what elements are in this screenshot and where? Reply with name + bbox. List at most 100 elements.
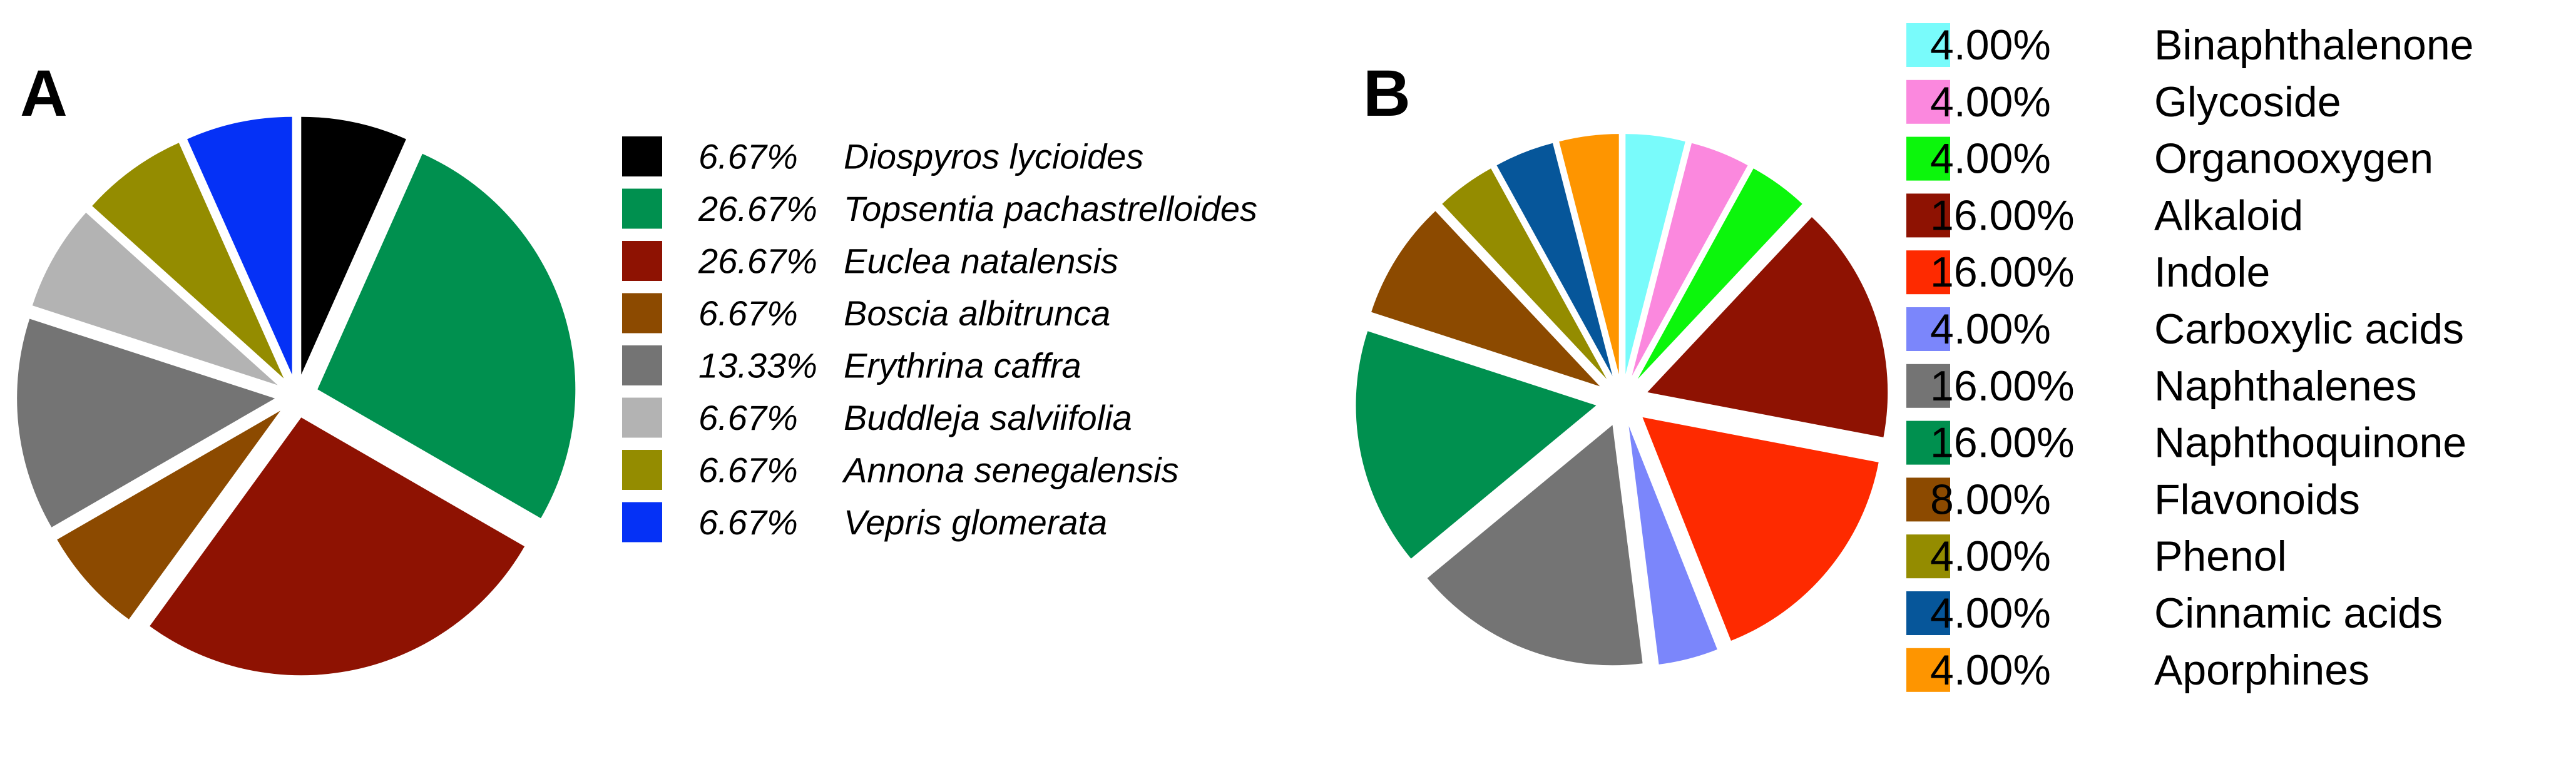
legend-entry-buddleja-salviifolia: 6.67% Buddleja salviifolia: [622, 397, 1132, 438]
legend-label: Annona senegalensis: [842, 451, 1179, 490]
legend-percent: 4.00%: [1930, 305, 2051, 353]
legend-swatch: [1906, 648, 1950, 692]
pie-slice-b-glycoside: [1632, 143, 1748, 376]
legend-swatch: [622, 293, 662, 334]
pie-slice-b-naphthalenes: [1427, 425, 1643, 666]
legend-swatch: [622, 241, 662, 281]
legend-a: 6.67% Diospyros lycioides 26.67% Topsentia …: [622, 136, 1257, 542]
legend-label: Binaphthalenone: [2154, 21, 2473, 69]
legend-entry-flavonoids: 8.00% Flavonoids: [1906, 476, 2360, 523]
legend-entry-aporphines: 4.00% Aporphines: [1906, 646, 2369, 694]
pie-slice-a-buddleja-salviifolia: [32, 212, 278, 385]
pie-slice-b-cinnamic-acids: [1496, 143, 1613, 376]
legend-label: Diospyros lycioides: [844, 137, 1143, 176]
legend-percent: 6.67%: [698, 398, 798, 437]
legend-swatch: [1906, 250, 1950, 295]
pie-chart-a: [17, 116, 576, 676]
pie-slice-a-diospyros-lycioides: [301, 116, 406, 375]
pie-slice-b-binaphthalenone: [1625, 134, 1685, 375]
pie-slice-b-alkaloid: [1647, 217, 1888, 437]
legend-swatch: [1906, 23, 1950, 67]
legend-entry-annona-senegalensis: 6.67% Annona senegalensis: [622, 450, 1179, 490]
legend-entry-indole: 16.00%Indole: [1906, 248, 2270, 296]
pie-slice-b-organooxygen: [1637, 168, 1802, 379]
legend-swatch: [622, 397, 662, 438]
legend-label: Alkaloid: [2154, 191, 2303, 239]
legend-entry-boscia-albitrunca: 6.67% Boscia albitrunca: [622, 293, 1110, 334]
panel-letter-b: B: [1363, 57, 1411, 130]
legend-label: Naphthalenes: [2154, 362, 2417, 410]
panel-a: A 6.67% Diospyros lycioides 26.67% Topsenti…: [17, 57, 1257, 676]
pie-slice-b-flavonoids: [1371, 211, 1600, 387]
legend-percent: 16.00%: [1930, 191, 2075, 239]
legend-percent: 8.00%: [1930, 476, 2051, 523]
legend-entry-binaphthalenone: 4.00% Binaphthalenone: [1906, 21, 2473, 69]
legend-entry-naphthalenes: 16.00% Naphthalenes: [1906, 362, 2417, 410]
pie-slice-b-aporphines: [1559, 134, 1619, 375]
legend-percent: 4.00%: [1930, 21, 2051, 69]
legend-entry-cinnamic-acids: 4.00% Cinnamic acids: [1906, 589, 2443, 637]
legend-swatch: [622, 136, 662, 176]
legend-percent: 4.00%: [1930, 589, 2051, 637]
legend-entry-organooxygen: 4.00% Organooxygen: [1906, 135, 2433, 183]
legend-percent: 4.00%: [1930, 646, 2051, 694]
legend-entry-diospyros-lycioides: 6.67% Diospyros lycioides: [622, 136, 1143, 176]
legend-percent: 13.33%: [698, 346, 817, 385]
legend-swatch: [622, 450, 662, 490]
legend-percent: 6.67%: [698, 293, 798, 333]
legend-entry-euclea-natalensis: 26.67%Euclea natalensis: [622, 241, 1118, 281]
legend-entry-topsentia-pachastrelloides: 26.67% Topsentia pachastrelloides: [622, 188, 1257, 229]
legend-b: 4.00%Binaphthalenone4.00%Glycoside4.00%O…: [1906, 21, 2473, 694]
legend-swatch: [1906, 136, 1950, 181]
legend-label: Buddleja salviifolia: [844, 398, 1132, 437]
legend-label: Cinnamic acids: [2154, 589, 2443, 637]
legend-swatch: [1906, 477, 1950, 522]
legend-percent: 4.00%: [1930, 135, 2051, 183]
legend-swatch: [1906, 534, 1950, 579]
legend-percent: 26.67%: [698, 189, 817, 228]
pie-slice-a-topsentia-pachastrelloides: [317, 153, 576, 519]
legend-entry-alkaloid: 16.00% Alkaloid: [1906, 191, 2303, 239]
pie-slice-a-euclea-natalensis: [150, 417, 525, 676]
legend-entry-vepris-glomerata: 6.67%Vepris glomerata: [622, 502, 1107, 542]
legend-percent: 4.00%: [1930, 78, 2051, 126]
legend-entry-naphthoquinone: 16.00% Naphthoquinone: [1906, 419, 2466, 467]
legend-label: Aporphines: [2154, 646, 2369, 694]
pie-slice-a-vepris-glomerata: [187, 116, 292, 375]
legend-label: Erythrina caffra: [844, 346, 1081, 385]
legend-entry-glycoside: 4.00%Glycoside: [1906, 78, 2341, 126]
legend-swatch: [1906, 364, 1950, 408]
legend-percent: 6.67%: [698, 137, 798, 176]
legend-swatch: [622, 502, 662, 542]
legend-label: Flavonoids: [2154, 476, 2360, 523]
pie-slice-a-annona-senegalensis: [92, 143, 284, 379]
legend-swatch: [622, 188, 662, 229]
pie-slice-b-phenol: [1442, 168, 1607, 379]
pie-slice-a-boscia-albitrunca: [57, 410, 280, 619]
legend-swatch: [1906, 193, 1950, 238]
pie-chart-b: [1356, 134, 1888, 666]
legend-swatch: [1906, 307, 1950, 351]
legend-percent: 26.67%: [698, 242, 817, 281]
legend-percent: 6.67%: [698, 451, 798, 490]
legend-swatch: [1906, 591, 1950, 635]
legend-label: Indole: [2154, 248, 2270, 296]
legend-label: Boscia albitrunca: [844, 293, 1110, 333]
legend-entry-erythrina-caffra: 13.33% Erythrina caffra: [622, 345, 1081, 385]
panel-letter-a: A: [20, 57, 68, 130]
legend-entry-carboxylic-acids: 4.00%Carboxylic acids: [1906, 305, 2464, 353]
legend-entry-phenol: 4.00% Phenol: [1906, 532, 2287, 580]
pie-slice-a-erythrina-caffra: [17, 318, 275, 527]
legend-label: Phenol: [2154, 532, 2287, 580]
legend-label: Topsentia pachastrelloides: [844, 189, 1257, 228]
legend-swatch: [1906, 79, 1950, 124]
legend-percent: 16.00%: [1930, 419, 2075, 467]
legend-percent: 4.00%: [1930, 532, 2051, 580]
legend-label: Naphthoquinone: [2154, 419, 2466, 467]
pie-slice-b-indole: [1642, 417, 1879, 641]
legend-percent: 6.67%: [698, 502, 798, 542]
legend-percent: 16.00%: [1930, 362, 2075, 410]
pie-slice-b-carboxylic-acids: [1628, 425, 1717, 665]
legend-label: Organooxygen: [2154, 135, 2433, 183]
